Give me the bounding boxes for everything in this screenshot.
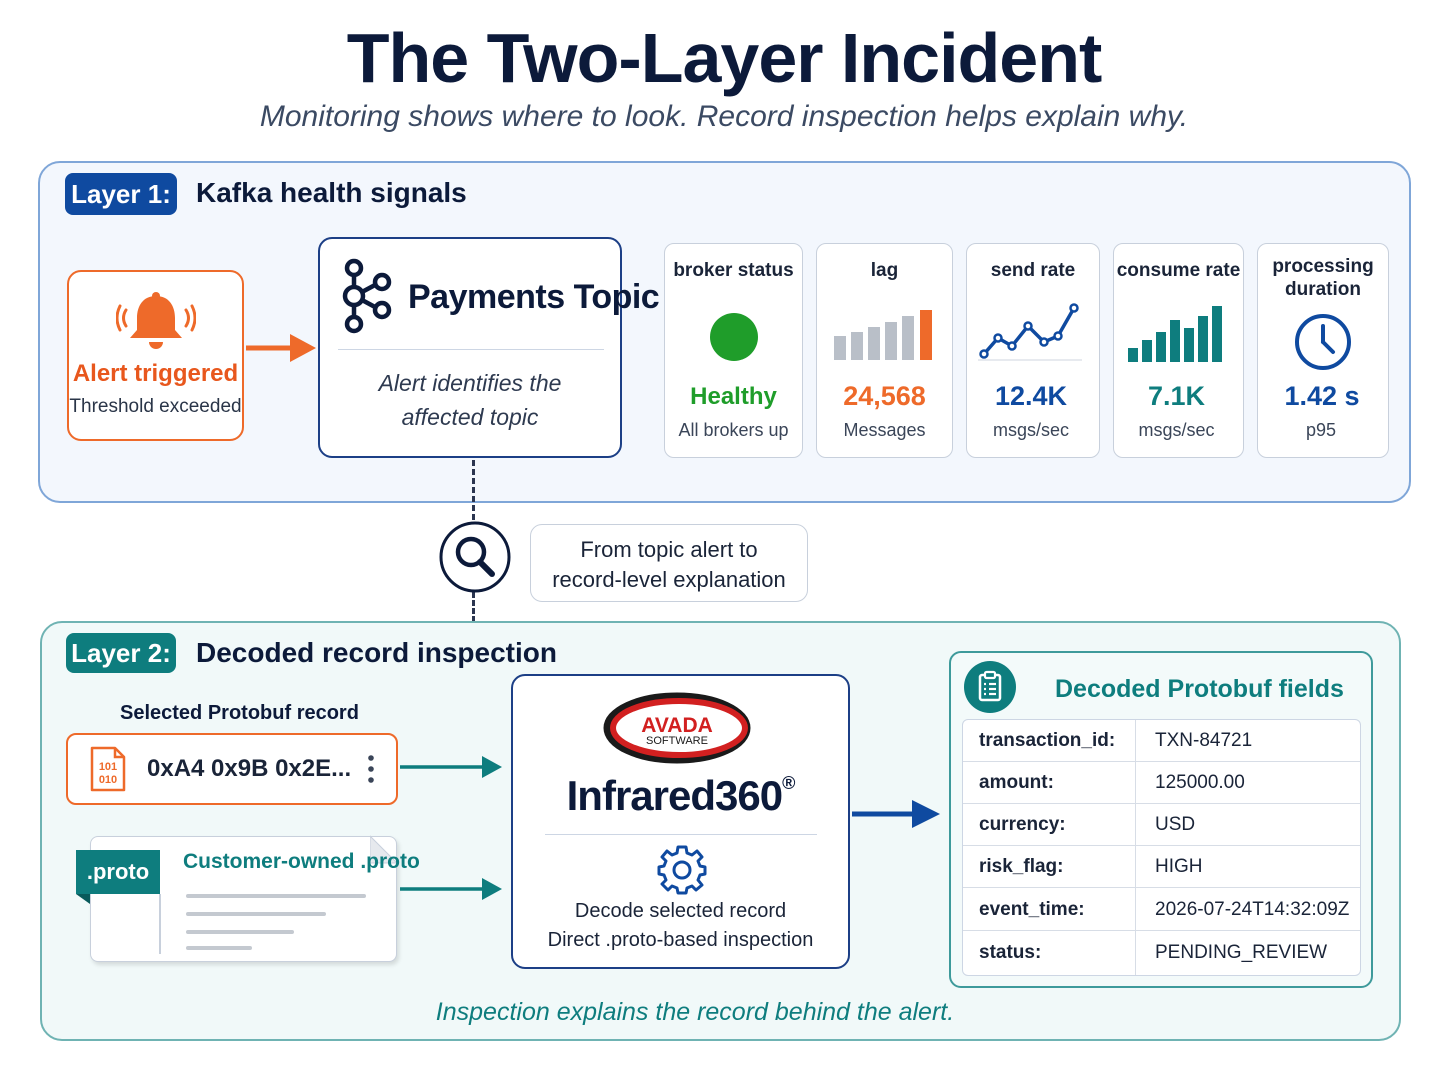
connector-top-dashed [472, 460, 475, 520]
proto-text-line [186, 930, 294, 934]
proto-tab-label: .proto [76, 850, 160, 894]
field-value: 2026-07-24T14:32:09Z [1155, 899, 1350, 920]
layer1-badge: Layer 1: [65, 173, 177, 215]
metric-lag-unit: Messages [843, 420, 926, 440]
proto-to-tool-arrow [400, 878, 502, 900]
lag-bar-chart-icon [834, 310, 932, 360]
table-column-separator [1135, 720, 1136, 975]
avada-software-logo: AVADA SOFTWARE [603, 692, 751, 764]
tool-to-fields-arrow [852, 800, 940, 828]
field-key: status: [979, 942, 1042, 963]
topic-divider [338, 349, 604, 350]
proto-text-line [186, 894, 366, 898]
table-row: amount: 125000.00 [963, 762, 1360, 804]
binary-file-icon: 101 010 [90, 746, 126, 792]
field-key: amount: [979, 772, 1054, 793]
infrared360-name-text: Infrared360 [566, 772, 783, 819]
metric-processing-duration-label-line2: duration [1285, 279, 1361, 300]
metric-consume-rate-unit: msgs/sec [1138, 420, 1215, 440]
infrared360-line2: Direct .proto-based inspection [547, 929, 814, 951]
proto-text-line [186, 946, 252, 950]
page-subtitle: Monitoring shows where to look. Record i… [259, 100, 1189, 133]
registered-mark: ® [782, 773, 795, 793]
proto-margin-line [159, 894, 161, 954]
alarm-bell-icon [116, 292, 196, 349]
metric-lag-label: lag [870, 260, 899, 281]
metric-processing-duration-label-line1: processing [1272, 256, 1374, 277]
binary-file-icon-line1: 101 [99, 761, 117, 773]
layer2-heading: Decoded record inspection [196, 637, 557, 668]
topic-description-line2: affected topic [401, 404, 539, 430]
kafka-logo-icon [342, 258, 392, 334]
proto-tab-fold [76, 894, 90, 904]
table-row: event_time: 2026-07-24T14:32:09Z [963, 889, 1360, 931]
bridge-callout-line2: record-level explanation [552, 567, 786, 592]
topic-description: Alert identifies the affected topic [330, 366, 610, 434]
infrared360-name: Infrared360® [511, 772, 850, 820]
field-key: risk_flag: [979, 856, 1064, 877]
metric-lag-value: 24,568 [843, 381, 926, 411]
magnifier-icon [439, 521, 511, 593]
metric-processing-duration [1257, 243, 1389, 458]
metric-broker-status-value: Healthy [690, 383, 777, 410]
layer1-heading: Kafka health signals [196, 177, 467, 208]
avada-logo-line2: SOFTWARE [646, 735, 708, 747]
metric-broker-status-unit: All brokers up [678, 420, 789, 440]
metric-send-rate-value: 12.4K [994, 381, 1068, 411]
bridge-callout: From topic alert to record-level explana… [530, 524, 808, 602]
infrared360-line1: Decode selected record [574, 900, 787, 922]
field-value: USD [1155, 814, 1196, 835]
metric-consume-rate-label: consume rate [1116, 260, 1241, 281]
metric-broker-status-label: broker status [673, 260, 794, 281]
decoded-fields-title: Decoded Protobuf fields [1055, 675, 1344, 703]
field-value: TXN-84721 [1155, 730, 1253, 751]
clipboard-icon [964, 661, 1016, 713]
consume-rate-bar-chart-icon [1128, 306, 1222, 362]
metric-processing-duration-unit: p95 [1305, 420, 1337, 440]
alert-to-topic-arrow [246, 334, 316, 362]
metric-send-rate-unit: msgs/sec [992, 420, 1070, 440]
record-hex-value: 0xA4 0x9B 0x2E... [147, 755, 352, 782]
metric-processing-duration-value: 1.42 s [1284, 381, 1360, 411]
infrared360-card [511, 674, 850, 969]
table-row: transaction_id: TXN-84721 [963, 720, 1360, 762]
table-row: risk_flag: HIGH [963, 846, 1360, 888]
field-key: transaction_id: [979, 730, 1116, 751]
send-rate-line-chart-icon [978, 303, 1082, 361]
footer-caption: Inspection explains the record behind th… [435, 998, 955, 1026]
proto-text-line [186, 912, 326, 916]
field-value: PENDING_REVIEW [1155, 942, 1328, 963]
clock-icon [1295, 314, 1351, 370]
page-corner-fold-icon [370, 835, 399, 864]
selected-record-label: Selected Protobuf record [120, 702, 359, 724]
record-to-tool-arrow [400, 756, 502, 778]
proto-file-title: Customer-owned .proto [183, 850, 420, 873]
green-status-dot-icon [710, 313, 758, 361]
topic-description-line1: Alert identifies the [378, 370, 562, 396]
connector-bottom-dashed [472, 592, 475, 630]
bridge-callout-line1: From topic alert to [580, 537, 758, 562]
field-key: event_time: [979, 899, 1085, 920]
layer2-badge: Layer 2: [66, 633, 176, 673]
field-key: currency: [979, 814, 1066, 835]
binary-file-icon-line2: 010 [99, 774, 117, 786]
avada-logo-line1: AVADA [641, 714, 713, 737]
topic-title: Payments Topic [408, 278, 660, 316]
table-row: currency: USD [963, 804, 1360, 846]
field-value: HIGH [1155, 856, 1203, 877]
infrared360-divider [545, 834, 817, 835]
kebab-menu-icon[interactable] [364, 754, 378, 784]
decoded-fields-table: transaction_id: TXN-84721 amount: 125000… [962, 719, 1361, 976]
table-row: status: PENDING_REVIEW [963, 932, 1360, 974]
metric-consume-rate-value: 7.1K [1147, 381, 1206, 411]
metric-processing-duration-label: processing duration [1257, 255, 1389, 301]
page-title: The Two-Layer Incident [346, 19, 1103, 97]
metric-send-rate-label: send rate [990, 260, 1076, 281]
alert-title: Alert triggered [72, 360, 239, 387]
field-value: 125000.00 [1155, 772, 1245, 793]
gear-icon [657, 845, 707, 895]
payments-topic-card [318, 237, 622, 458]
alert-subtitle: Threshold exceeded [69, 396, 242, 417]
